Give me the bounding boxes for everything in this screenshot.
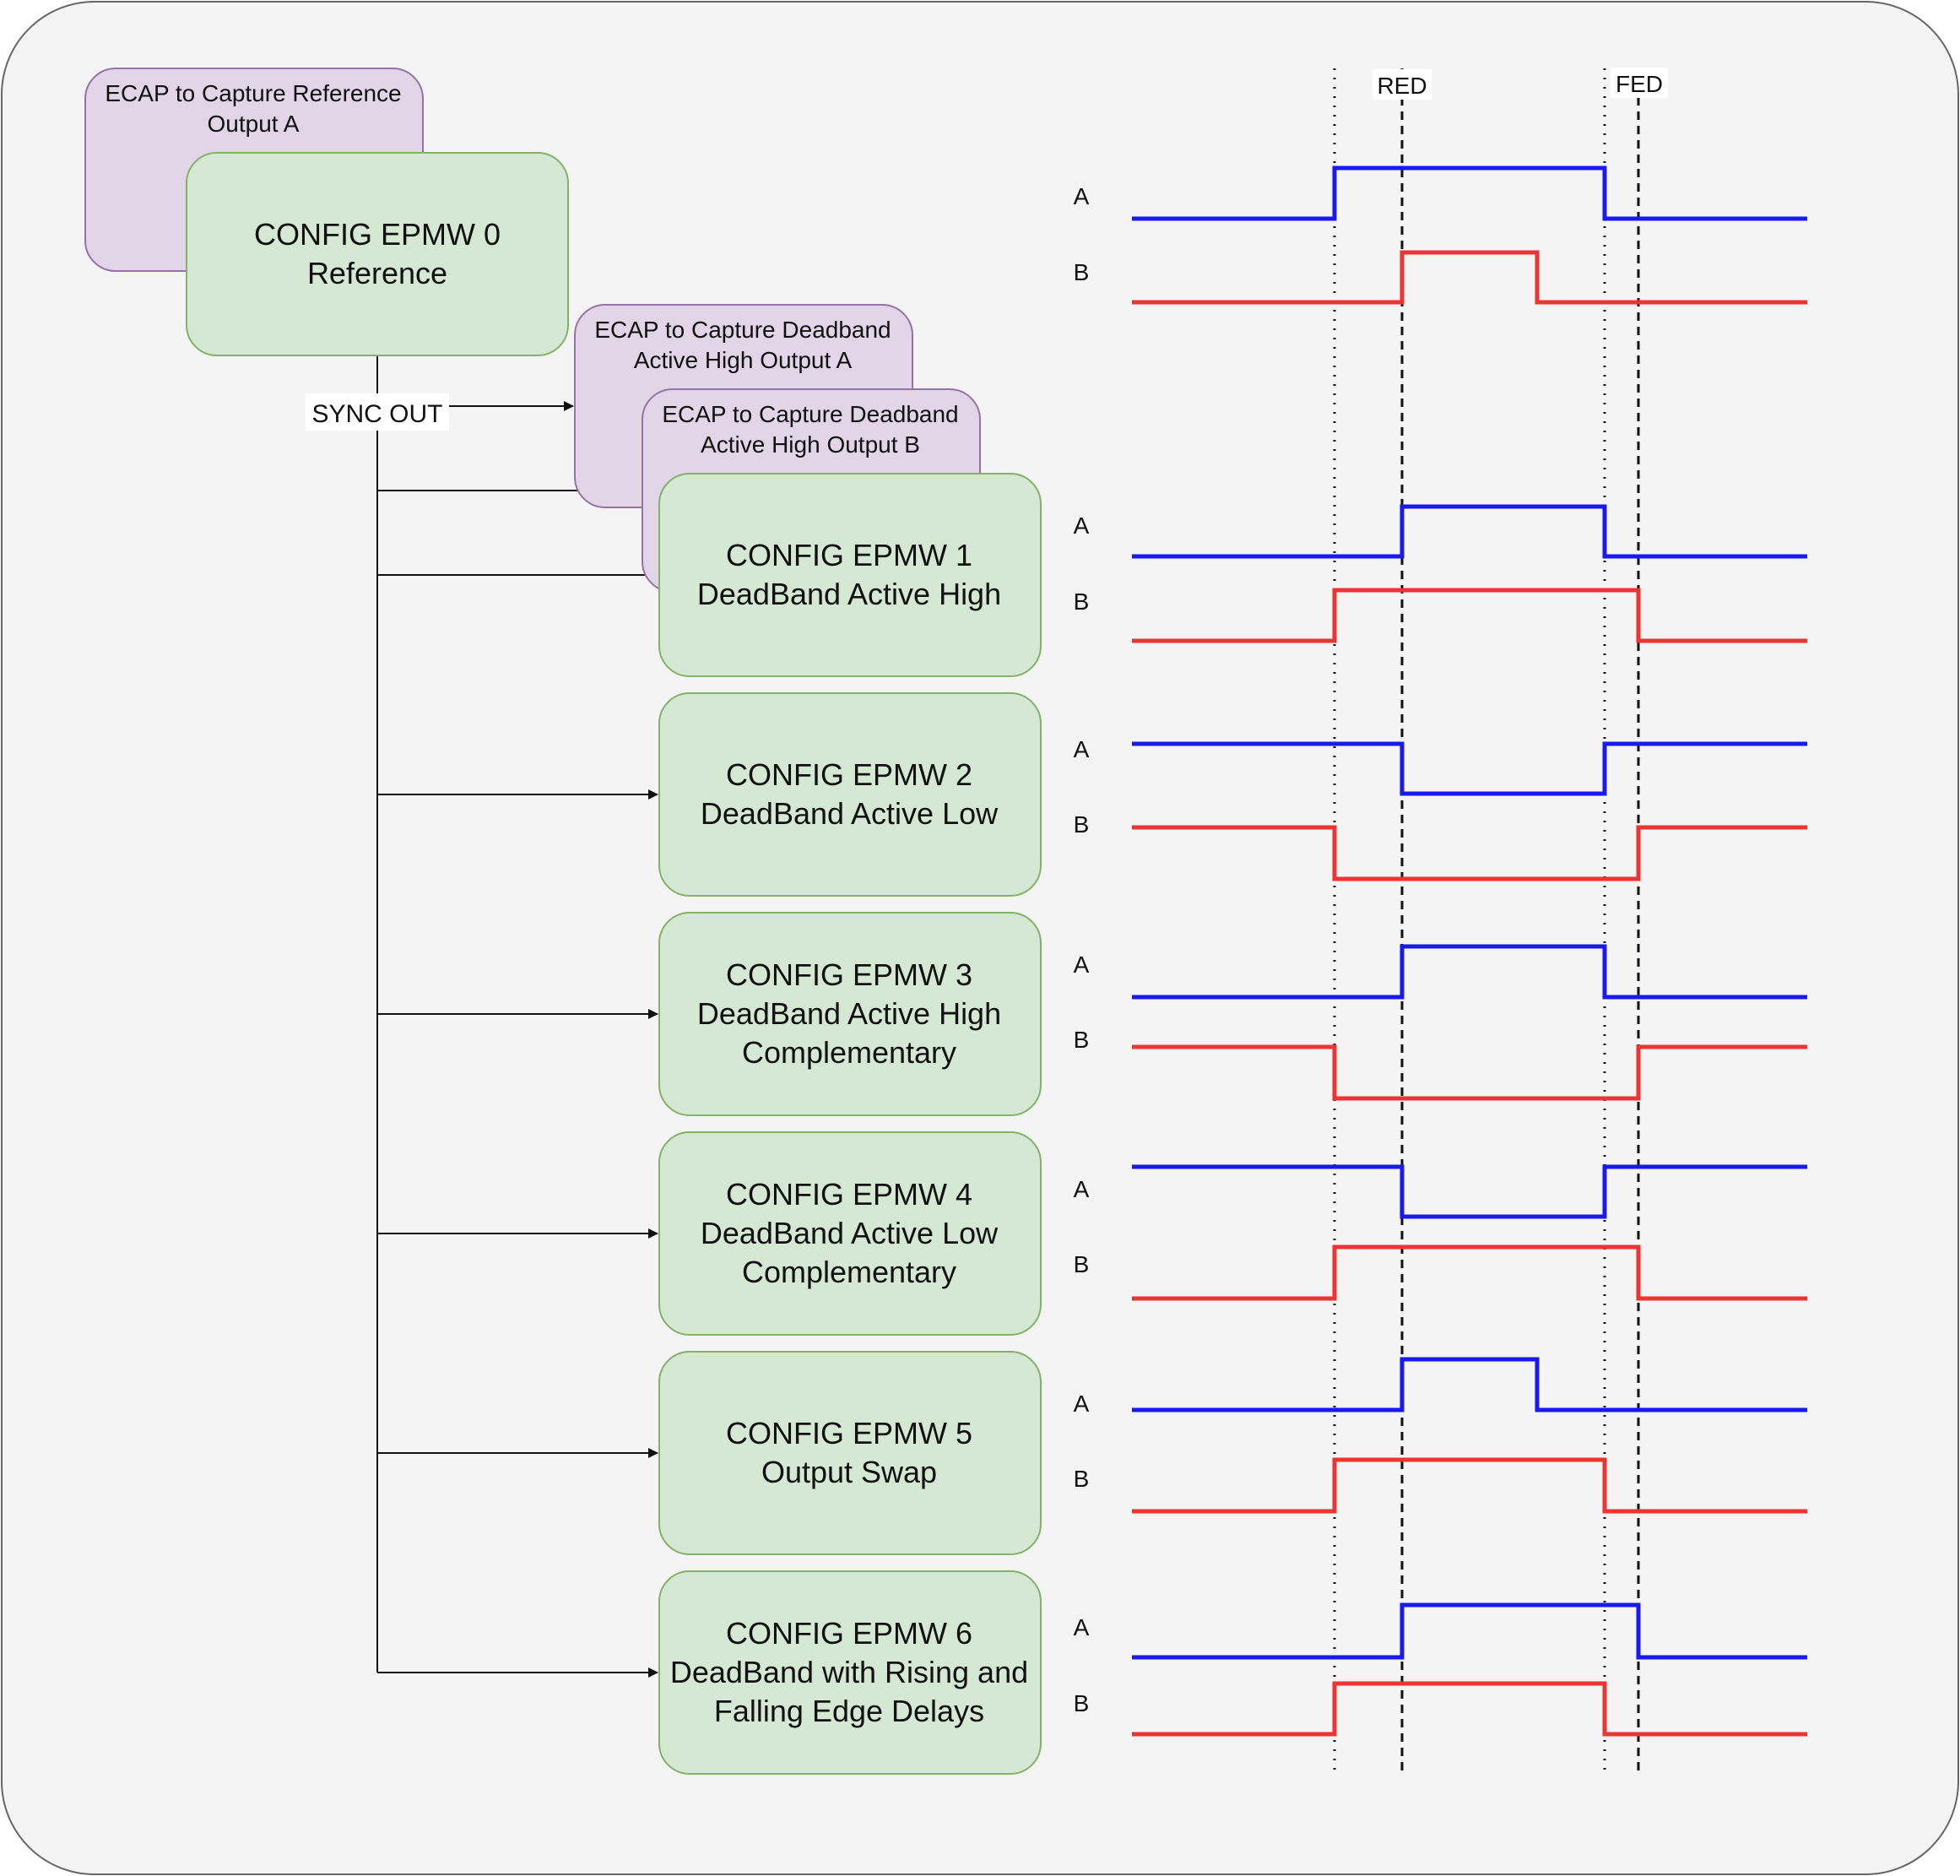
epwm4-label-line: CONFIG EPMW 4 xyxy=(726,1177,972,1212)
epwm3-signal-a-label: A xyxy=(1074,952,1090,978)
epwm2-label-line: DeadBand Active Low xyxy=(701,796,999,831)
epwm3-label-line: CONFIG EPMW 3 xyxy=(726,957,972,992)
epwm3-waveform-b xyxy=(1132,1044,1807,1101)
epwm0-box xyxy=(186,152,569,356)
epwm5-label-line: Output Swap xyxy=(761,1455,937,1489)
epwm4-box xyxy=(658,1131,1042,1336)
sync-out-label: SYNC OUT xyxy=(311,400,442,428)
epwm1-box xyxy=(658,473,1042,677)
epwm2-waveform-b xyxy=(1132,825,1807,881)
epwm6-box xyxy=(658,1570,1042,1775)
epwm5-waveform-b xyxy=(1132,1457,1807,1514)
fed-label-bg xyxy=(1611,68,1668,98)
red-label: RED xyxy=(1377,73,1427,99)
waveforms xyxy=(1132,165,1807,1737)
epwm4-waveform-a xyxy=(1132,1164,1807,1219)
epwm0-label-line: CONFIG EPMW 0 xyxy=(254,217,501,252)
epwm2-waveform-a xyxy=(1132,741,1807,796)
epwm1-label-line: CONFIG EPMW 1 xyxy=(726,538,972,572)
epwm0-waveform-a xyxy=(1132,165,1807,221)
epwm4-waveform-b xyxy=(1132,1244,1807,1301)
epwm6-label-line: CONFIG EPMW 6 xyxy=(726,1616,972,1651)
epwm5-label-line: CONFIG EPMW 5 xyxy=(726,1416,972,1450)
epwm6-label-line: Falling Edge Delays xyxy=(714,1694,984,1728)
epwm4-label-line: Complementary xyxy=(742,1255,956,1289)
epwm2-box xyxy=(658,692,1042,897)
epwm6-label-line: DeadBand with Rising and xyxy=(670,1655,1028,1689)
epwm0-label-line: Reference xyxy=(307,256,447,290)
red-label-bg xyxy=(1373,69,1432,100)
ecap-db-b-label-line: Active High Output B xyxy=(701,431,920,458)
epwm3-box xyxy=(658,912,1042,1116)
ecap-ref-a-label-line: Output A xyxy=(208,111,300,137)
epwm1-signal-b-label: B xyxy=(1074,588,1090,615)
epwm1-waveform-b xyxy=(1132,588,1807,643)
epwm6-waveform-b xyxy=(1132,1681,1807,1737)
epwm3-signal-b-label: B xyxy=(1074,1027,1090,1053)
labels: SYNC OUT RED FED A B A B A B A B A B A B A B xyxy=(306,68,1668,1716)
epwm5-signal-a-label: A xyxy=(1074,1391,1090,1417)
sync-connectors xyxy=(376,355,658,1678)
epwm4-signal-a-label: A xyxy=(1074,1176,1090,1202)
epwm3-label-line: Complementary xyxy=(742,1035,956,1070)
fed-label: FED xyxy=(1616,71,1663,97)
sync-label-bg xyxy=(306,393,449,431)
epwm1-waveform-a xyxy=(1132,504,1807,559)
epwm6-signal-a-label: A xyxy=(1074,1614,1090,1640)
epwm3-waveform-a xyxy=(1132,944,1807,1000)
ecap-db-a-label-line: ECAP to Capture Deadband xyxy=(594,317,891,343)
epwm6-signal-b-label: B xyxy=(1074,1690,1090,1716)
epwm1-signal-a-label: A xyxy=(1074,512,1090,539)
epwm4-signal-b-label: B xyxy=(1074,1251,1090,1277)
epwm5-box xyxy=(658,1351,1042,1555)
epwm5-signal-b-label: B xyxy=(1074,1466,1090,1492)
ecap-db-b-label-line: ECAP to Capture Deadband xyxy=(662,401,958,427)
epwm0-signal-a-label: A xyxy=(1074,183,1090,209)
epwm2-signal-a-label: A xyxy=(1074,736,1090,762)
ecap-ref-a-label-line: ECAP to Capture Reference xyxy=(105,80,401,106)
epwm0-waveform-b xyxy=(1132,250,1807,305)
epwm4-label-line: DeadBand Active Low xyxy=(701,1216,999,1250)
epwm5-waveform-a xyxy=(1132,1357,1807,1412)
epwm1-label-line: DeadBand Active High xyxy=(697,577,1001,611)
ecap-db-a-label-line: Active High Output A xyxy=(634,347,853,373)
epwm0-signal-b-label: B xyxy=(1074,259,1090,285)
epwm6-waveform-a xyxy=(1132,1602,1807,1660)
epwm2-label-line: CONFIG EPMW 2 xyxy=(726,757,972,792)
epwm2-signal-b-label: B xyxy=(1074,811,1090,838)
epwm3-label-line: DeadBand Active High xyxy=(697,996,1001,1031)
